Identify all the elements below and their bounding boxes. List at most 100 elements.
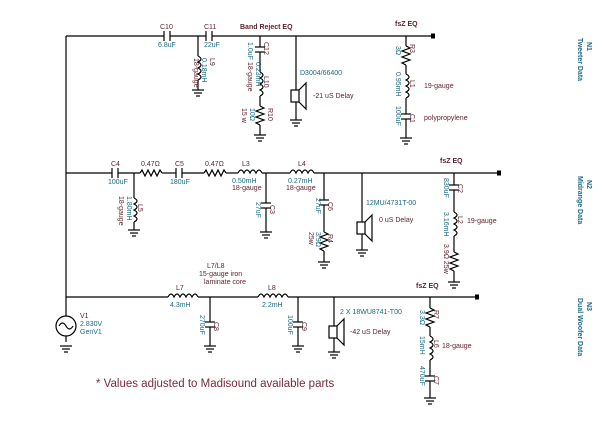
- c1-name: C1: [408, 114, 415, 123]
- band-reject-header: Band Reject EQ: [240, 24, 293, 31]
- l7-name: L7: [176, 285, 184, 292]
- r5-value: 3.9Ω 25w: [442, 244, 449, 275]
- l1-value: 0.95mH: [394, 72, 401, 97]
- c1-value: 100uF: [394, 106, 401, 126]
- l5-name: L5: [136, 204, 143, 212]
- r3-name: R3: [408, 44, 415, 53]
- l8-value: 2.2mH: [262, 302, 283, 309]
- tweeter-driver-name: D3004/66400: [300, 70, 342, 77]
- tweeter-driver-delay: -21 uS Delay: [313, 93, 354, 100]
- source-voltage: 2.830V: [80, 321, 103, 328]
- n3-net-name: Dual Woofer Data: [576, 298, 583, 356]
- l10-value: 0.23mH: [254, 62, 261, 87]
- l4-gauge: 18-gauge: [286, 185, 316, 192]
- n1-net-name: Tweeter Data: [576, 38, 583, 81]
- capacitor-c9: C9 100uF: [286, 297, 307, 353]
- l1-name: L1: [408, 80, 415, 88]
- midrange-fsz-header: fsZ EQ: [440, 158, 463, 165]
- voltage-source: V1 2.830V GenV1: [55, 313, 103, 353]
- c9-value: 100uF: [286, 315, 293, 335]
- core-note-line-3: laminate core: [204, 279, 246, 286]
- c4-value: 100uF: [108, 179, 128, 186]
- capacitor-c3: C3 27uF: [254, 173, 275, 239]
- c5-name: C5: [175, 161, 184, 168]
- woofer-driver: 2 X 18WU8741-T00 -42 uS Delay: [327, 297, 402, 359]
- r3-value: 3Ω: [394, 46, 401, 55]
- inductor-l9: L9 0.18mH 18-gauge: [191, 36, 215, 97]
- c3-value: 27uF: [254, 202, 261, 218]
- l8-name: L8: [268, 285, 276, 292]
- l4-name: L4: [298, 161, 306, 168]
- c10-name: C10: [160, 24, 173, 31]
- midrange-driver-delay: 0 uS Delay: [379, 217, 414, 224]
- l1-gauge: 19-gauge: [424, 83, 454, 90]
- c2-value: 830uF: [442, 178, 449, 198]
- c11-value: 22uF: [204, 42, 220, 49]
- tweeter-branch: C10 6.8uF C11 22uF L9 0.18mH 18-gauge Ba…: [66, 21, 592, 145]
- capacitor-c11: C11 22uF: [204, 24, 220, 49]
- l5-value: 1.80mH: [125, 196, 132, 221]
- c12-name: C12: [262, 42, 269, 55]
- c5-value: 180uF: [170, 179, 190, 186]
- l4-value: 0.27mH: [288, 178, 313, 185]
- r4-name: R4: [326, 234, 333, 243]
- r4-power: 25w: [307, 232, 314, 246]
- midrange-fsz-network: C2 830uF L2 3.16mH 19-gauge 3.9Ω 25w: [442, 173, 497, 289]
- r2-value: 0.47Ω: [205, 161, 224, 168]
- woofer-driver-name: 2 X 18WU8741-T00: [340, 309, 402, 316]
- l9-gauge: 18-gauge: [192, 58, 199, 88]
- c8-value: 270uF: [198, 315, 205, 335]
- l5-gauge: 18-gauge: [117, 196, 124, 226]
- n1-label: N1: [585, 42, 592, 51]
- source-model: GenV1: [80, 329, 102, 336]
- core-note-line-1: L7/L8: [207, 263, 225, 270]
- capacitor-c10: C10 6.8uF: [158, 24, 176, 49]
- r10-value: 10Ω: [248, 108, 255, 121]
- c2-name: C2: [456, 184, 463, 193]
- midrange-branch: C4 100uF 0.47Ω C5 180uF 0.47Ω L5 1.80mH …: [66, 158, 592, 289]
- l2-name: L2: [456, 216, 463, 224]
- l3-value: 0.50mH: [232, 178, 257, 185]
- l10-gauge: 18-gauge: [246, 62, 253, 92]
- band-reject-network: C12 1.0uF L10 0.23mH 18-gauge R10 10Ω 15…: [240, 36, 273, 142]
- c8-name: C8: [212, 322, 219, 331]
- midrange-driver: 12MU/4731T-00 0 uS Delay: [355, 173, 416, 257]
- c6-value: 27uF: [314, 198, 321, 214]
- capacitor-c8: C8 270uF: [198, 297, 219, 353]
- tweeter-driver: D3004/66400 -21 uS Delay: [289, 36, 354, 127]
- n3-label: N3: [585, 302, 592, 311]
- c3-name: C3: [268, 205, 275, 214]
- r7-value: 3.3Ω: [418, 310, 425, 325]
- l3-gauge: 18-gauge: [232, 185, 262, 192]
- l2-value: 3.16mH: [442, 212, 449, 237]
- woofer-driver-delay: -42 uS Delay: [350, 329, 391, 336]
- c11-name: C11: [204, 24, 216, 31]
- tweeter-fsz-header: fsZ EQ: [395, 21, 418, 28]
- c6-name: C6: [326, 202, 333, 211]
- l2-gauge: 19-gauge: [467, 218, 497, 225]
- l10-name: L10: [262, 76, 269, 88]
- r10-power: 15 w: [240, 108, 247, 124]
- inductor-l5: L5 1.80mH 18-gauge: [117, 173, 143, 237]
- c7-name: C7: [432, 376, 439, 385]
- r7-name: R7: [432, 310, 439, 319]
- c7-value: 470uF: [418, 366, 425, 386]
- n2-label: N2: [585, 180, 592, 189]
- l6-gauge: 18-gauge: [442, 343, 472, 350]
- capacitor-c4: C4 100uF: [108, 161, 128, 186]
- woofer-fsz-header: fsZ EQ: [416, 283, 439, 290]
- r4-value: 3.9Ω: [314, 232, 321, 247]
- n2-net-name: Midrange Data: [576, 176, 583, 224]
- l7-value: 4.3mH: [170, 302, 191, 309]
- l6-value: 15mH: [418, 336, 425, 355]
- l3-name: L3: [242, 161, 250, 168]
- capacitor-c5: C5 180uF: [170, 161, 190, 186]
- r1-value: 0.47Ω: [141, 161, 160, 168]
- c10-value: 6.8uF: [158, 42, 176, 49]
- tweeter-fsz-network: R3 3Ω L1 0.95mH 19-gauge C1 100uF polypr…: [394, 36, 468, 145]
- l9-value: 0.18mH: [200, 58, 207, 83]
- capacitor-c6-resistor-r4: C6 27uF R4 3.9Ω 25w: [307, 173, 333, 269]
- midrange-driver-name: 12MU/4731T-00: [366, 200, 416, 207]
